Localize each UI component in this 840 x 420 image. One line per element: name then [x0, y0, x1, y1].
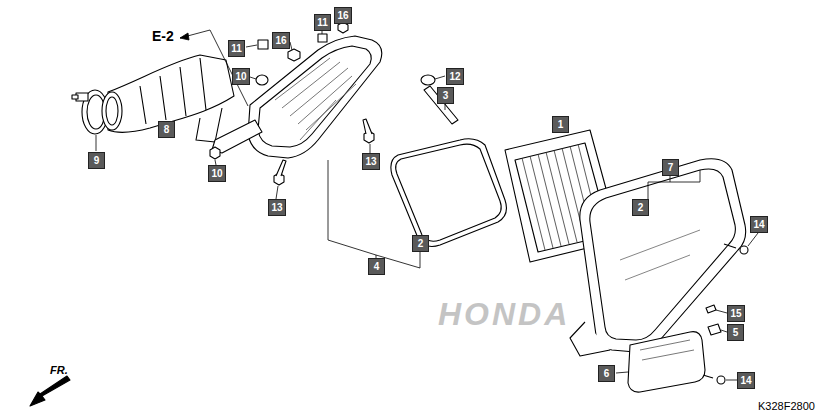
callout-text: 1	[558, 119, 564, 130]
callout-text: 16	[275, 35, 286, 46]
callout-text: 12	[449, 71, 460, 82]
callout-number: 11	[228, 40, 245, 57]
callout-text: 9	[94, 155, 100, 166]
callout-number: 14	[750, 216, 768, 233]
front-direction: FR.	[50, 364, 68, 376]
callout-text: 5	[733, 327, 739, 338]
callout-number: 1	[552, 116, 569, 133]
callout-text: 13	[365, 156, 376, 167]
reference-label: E-2	[152, 28, 174, 44]
callout-number: 13	[362, 153, 380, 170]
brand-watermark: HONDA	[438, 296, 570, 333]
callout-number: 9	[88, 152, 105, 169]
callout-number: 16	[272, 32, 290, 49]
callout-number: 10	[208, 165, 226, 182]
callout-text: 4	[374, 261, 380, 272]
callout-text: 3	[443, 90, 449, 101]
callout-number: 11	[314, 14, 331, 31]
callout-number: 13	[268, 199, 286, 216]
callout-text: 7	[668, 162, 674, 173]
callout-text: 14	[753, 219, 764, 230]
callout-text: 10	[235, 71, 246, 82]
callout-number: 3	[437, 87, 454, 104]
callout-number: 5	[727, 324, 744, 341]
callout-text: 13	[271, 202, 282, 213]
callout-number: 6	[598, 365, 615, 382]
callout-text: 14	[740, 375, 751, 386]
callout-number: 10	[232, 68, 250, 85]
callout-text: 11	[231, 43, 242, 54]
callout-text: 10	[211, 168, 222, 179]
callout-text: 2	[418, 238, 424, 249]
callout-text: 16	[337, 10, 348, 21]
callout-number: 2	[632, 199, 649, 216]
callout-text: 6	[604, 368, 610, 379]
callout-text: 15	[730, 308, 741, 319]
callout-number: 4	[368, 258, 385, 275]
callout-number: 16	[334, 7, 352, 24]
figure-code: K328F2800	[758, 400, 815, 412]
callout-text: 8	[164, 124, 170, 135]
callout-number: 15	[727, 305, 745, 322]
callout-number: 8	[158, 121, 175, 138]
callout-number: 12	[446, 68, 464, 85]
callout-number: 7	[662, 159, 679, 176]
callout-number: 2	[412, 235, 429, 252]
callout-text: 11	[317, 17, 328, 28]
callout-number: 14	[737, 372, 755, 389]
callout-text: 2	[638, 202, 644, 213]
